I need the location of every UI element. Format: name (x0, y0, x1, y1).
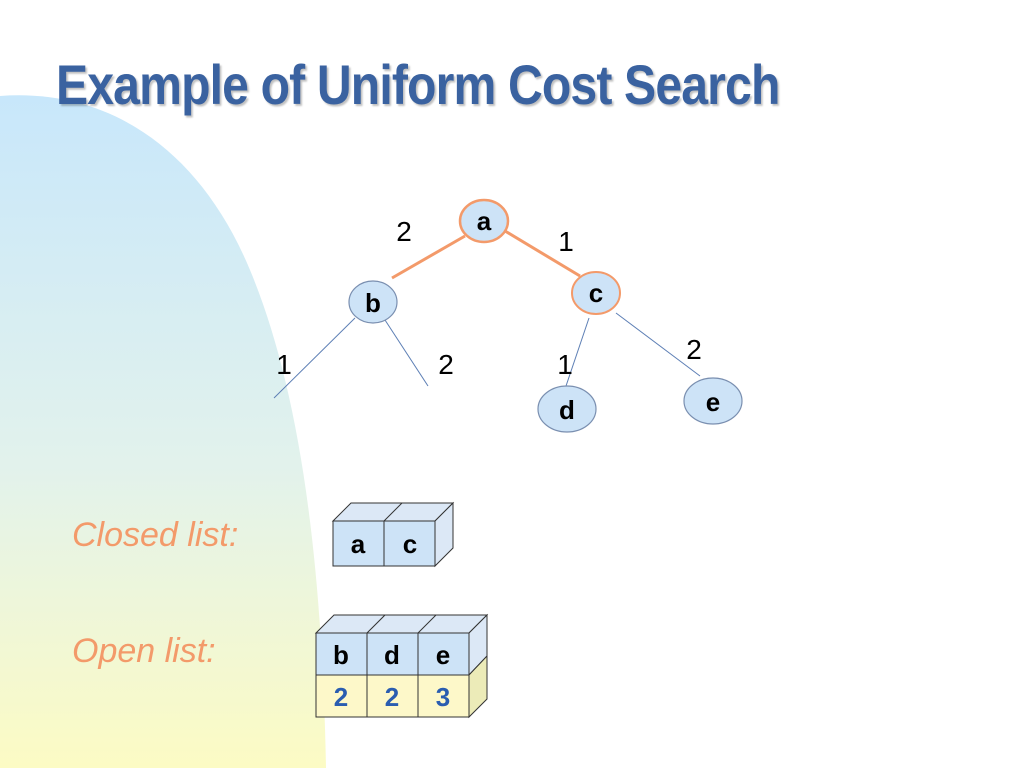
open-cell-b (315, 632, 368, 676)
node-b-label: b (365, 288, 381, 318)
open-cost-cell-e (417, 674, 470, 718)
closed-cell-a (332, 520, 385, 567)
open-list-label: Open list: (72, 632, 216, 670)
background-swoosh (0, 95, 326, 768)
node-b: b (348, 280, 398, 324)
open-list-boxes: b d e 2 2 3 (314, 613, 489, 719)
node-a-label: a (477, 206, 492, 236)
edge-label-a-b: 2 (396, 216, 412, 247)
open-item-cost: 3 (436, 682, 450, 712)
node-e: e (683, 377, 743, 425)
node-c: c (571, 271, 621, 315)
edge-label-c-e: 2 (686, 334, 702, 365)
node-d-label: d (559, 395, 575, 425)
open-item-cost: 2 (385, 682, 399, 712)
tree-edges (273, 229, 701, 399)
open-cost-cell-d (366, 674, 419, 718)
closed-list-boxes: a c (331, 501, 455, 568)
closed-item-label: c (403, 529, 417, 559)
open-item-node: d (384, 640, 400, 670)
open-cost-cell-b (315, 674, 368, 718)
edge-b-right (384, 319, 429, 387)
node-d: d (537, 385, 597, 433)
open-item-node: e (436, 640, 450, 670)
slide-title: Example of Uniform Cost Search (56, 53, 780, 116)
node-c-label: c (589, 278, 603, 308)
edge-label-b-right: 2 (438, 349, 454, 380)
edge-label-a-c: 1 (558, 226, 574, 257)
node-a: a (458, 198, 510, 244)
edge-label-b-left: 1 (276, 349, 292, 380)
edge-label-c-d: 1 (557, 349, 573, 380)
open-item-node: b (333, 640, 349, 670)
open-item-cost: 2 (334, 682, 348, 712)
closed-list-label: Closed list: (72, 516, 239, 554)
edge-c-e (615, 312, 701, 377)
edge-a-c (504, 229, 581, 278)
edge-b-left (273, 317, 356, 399)
edge-c-d (565, 317, 590, 387)
open-cell-e (417, 632, 470, 676)
node-e-label: e (706, 387, 720, 417)
closed-item-label: a (351, 529, 366, 559)
closed-cell-c (383, 520, 436, 567)
open-cell-d (366, 632, 419, 676)
edge-a-b (391, 234, 466, 280)
